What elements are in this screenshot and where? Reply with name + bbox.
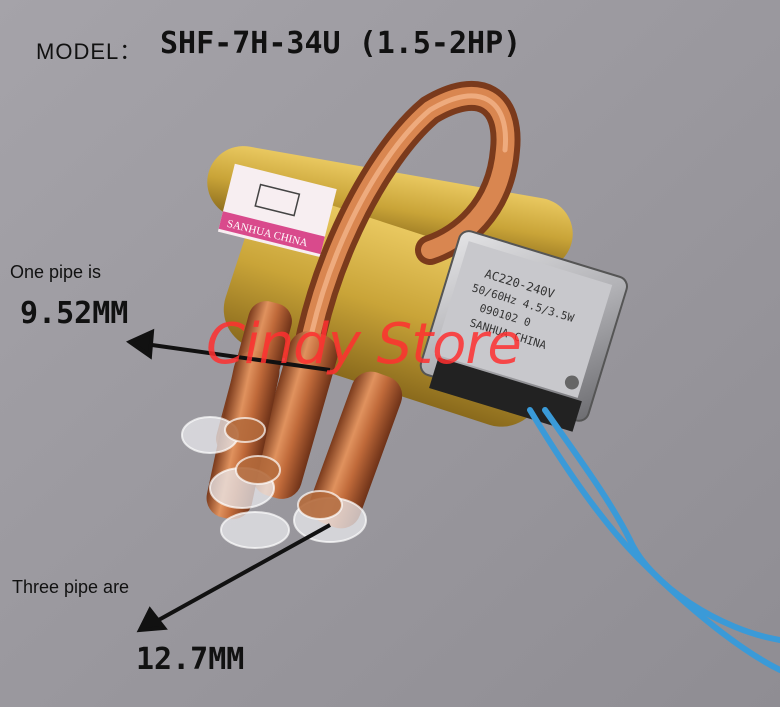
arrow-three-pipe xyxy=(154,523,331,624)
pipe-caps xyxy=(181,416,367,549)
one-pipe-label: One pipe is xyxy=(10,262,102,282)
model-value: SHF-7H-34U (1.5-2HP) xyxy=(160,26,522,61)
coil-wires xyxy=(527,407,780,673)
arrow-three-pipe-head xyxy=(136,606,168,633)
three-pipe-label: Three pipe are xyxy=(12,577,130,597)
annotation-arrows xyxy=(125,328,331,633)
arrow-one-pipe xyxy=(144,342,331,372)
one-pipe-size: 9.52MM xyxy=(20,296,129,331)
three-pipe-size: 12.7MM xyxy=(136,642,245,677)
model-label: MODEL： xyxy=(36,39,143,64)
arrow-one-pipe-head xyxy=(125,328,155,360)
solenoid-coil: AC220-240V 50/60Hz 4.5/3.5W 090102 0 SAN… xyxy=(419,230,628,432)
store-watermark: Cindy Store xyxy=(206,312,522,377)
